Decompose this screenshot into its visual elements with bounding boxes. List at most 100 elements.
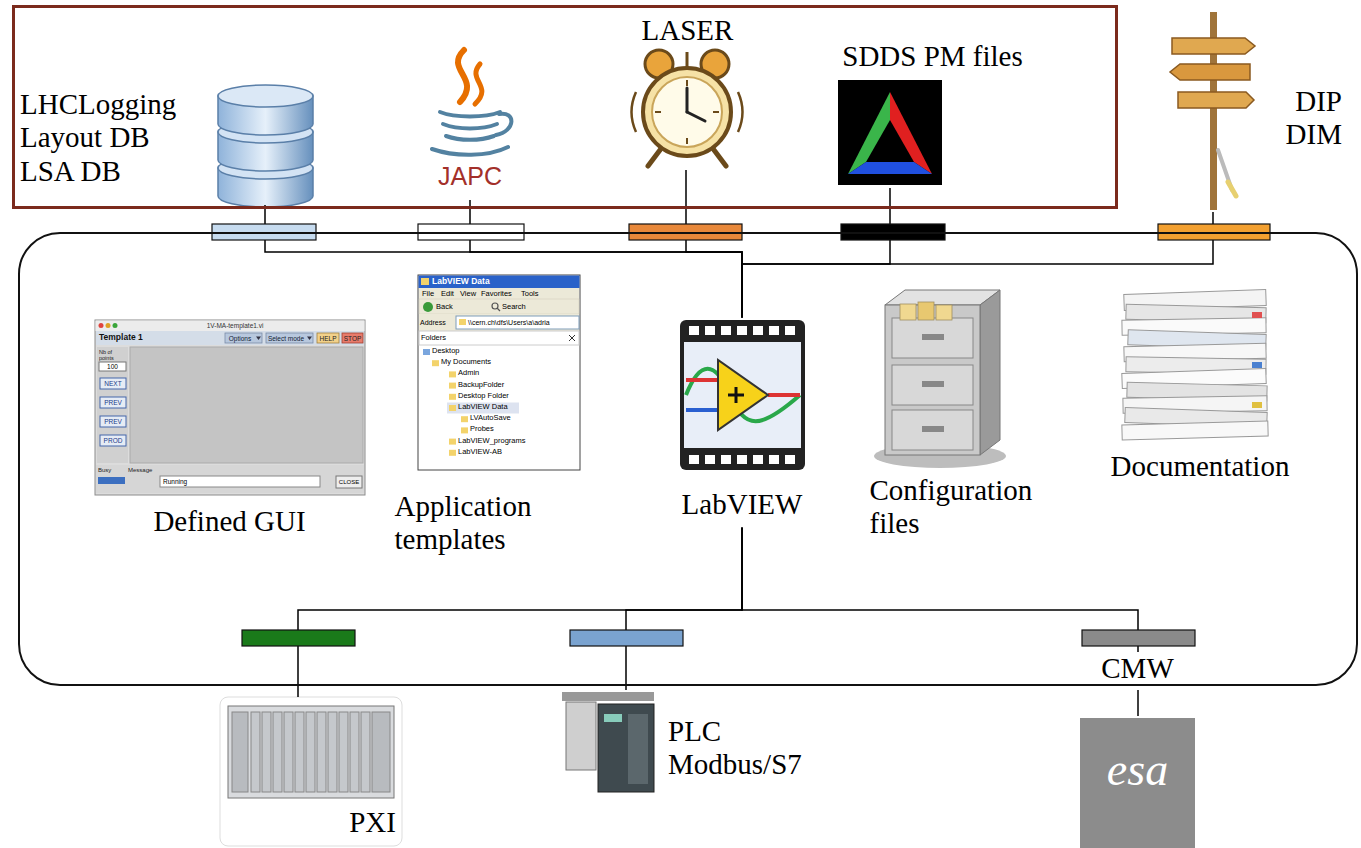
sdds-logo (838, 80, 942, 185)
esa-logo (1080, 718, 1195, 848)
explorer-screen-text: LabVIEW Data (458, 403, 568, 411)
gui-screenshot (95, 320, 365, 495)
java-logo (440, 112, 500, 117)
labview-icon (718, 360, 768, 430)
plc-picture (604, 714, 622, 722)
explorer-screenshot (449, 371, 456, 377)
pxi-chassis-picture (262, 712, 271, 792)
java-logo (432, 147, 508, 155)
node-label: PXI (345, 806, 400, 839)
pxi-chassis-picture (251, 712, 260, 792)
gui-screenshot (100, 397, 126, 408)
labview-icon (686, 408, 718, 412)
labview-icon (680, 320, 805, 470)
alarm-clock-icon (648, 150, 660, 166)
java-logo (432, 50, 511, 155)
explorer-screen-text: Search (502, 303, 532, 311)
pxi-chassis-picture (295, 712, 304, 792)
filing-cabinet-icon (892, 318, 973, 358)
document-stack-icon (1252, 312, 1262, 318)
labview-icon (768, 393, 800, 397)
explorer-screenshot (432, 360, 439, 366)
alarm-clock-icon (687, 112, 705, 121)
alarm-clock-icon (686, 80, 688, 86)
alarm-clock-icon (686, 52, 689, 68)
filing-cabinet-icon (936, 305, 952, 320)
bus-connector (470, 200, 742, 318)
pxi-chassis-picture (372, 712, 390, 792)
gui-screen-text: HELP (317, 335, 339, 342)
explorer-screenshot (419, 331, 579, 345)
explorer-screen-text: LabVIEW-AB (458, 448, 568, 456)
pxi-chassis-picture (228, 706, 394, 798)
labview-icon (737, 455, 747, 464)
interface-tab (1082, 630, 1195, 646)
plc-picture (566, 702, 596, 770)
node-label: PLC Modbus/S7 (668, 715, 828, 782)
signpost-icon (1228, 182, 1236, 196)
gui-screen-text: Template 1 (99, 333, 179, 342)
explorer-screen-text: Favorites (481, 290, 518, 298)
pxi-chassis-picture (339, 712, 348, 792)
signpost-icon (1170, 64, 1250, 80)
framework-frame: Defined GUIApplication templatesLabVIEWC… (18, 232, 1358, 686)
explorer-screen-text: View (460, 290, 479, 298)
node-label: LHCLogging Layout DB LSA DB (20, 88, 190, 188)
filing-cabinet-icon (918, 302, 934, 320)
alarm-clock-icon (713, 111, 719, 113)
plc-picture (562, 692, 654, 792)
explorer-screenshot (418, 275, 580, 470)
framework-part: Configuration files (866, 298, 1044, 548)
gui-screenshot (96, 331, 364, 345)
explorer-screenshot (423, 302, 433, 312)
pxi-chassis-picture (350, 712, 359, 792)
gui-screenshot (266, 333, 313, 343)
gui-screen-text: Select mode (266, 335, 306, 342)
bus-connector (265, 205, 742, 318)
gui-screenshot (307, 337, 312, 341)
filing-cabinet-icon (922, 426, 944, 432)
document-stack-icon (1122, 290, 1268, 440)
labview-icon (735, 387, 738, 403)
explorer-screen-text: LabVIEW Data (432, 277, 532, 286)
labview-icon (686, 378, 718, 382)
java-logo (458, 50, 467, 102)
alarm-clock-icon (738, 92, 743, 132)
gui-screenshot (96, 465, 364, 493)
explorer-screenshot (449, 394, 456, 400)
explorer-screen-text: Desktop (432, 347, 542, 355)
signpost-icon (1172, 38, 1255, 54)
java-logo (496, 114, 511, 135)
explorer-screen-text: Address (420, 319, 456, 327)
source-group-frame: LHCLogging Layout DB LSA DBJAPCLASERSDDS… (12, 5, 1118, 209)
alarm-clock-icon (643, 68, 731, 156)
interface-tab (570, 630, 683, 646)
filing-cabinet-icon (922, 381, 944, 387)
labview-icon (737, 326, 747, 335)
labview-icon (785, 326, 795, 335)
java-logo (446, 136, 494, 140)
alarm-clock-icon (632, 50, 743, 166)
document-stack-icon (1252, 402, 1262, 408)
gui-screen-text: NEXT (100, 380, 126, 387)
logo-text: esa (1085, 745, 1190, 796)
filing-cabinet-icon (980, 290, 1000, 455)
pxi-chassis-picture (220, 697, 402, 846)
explorer-screenshot (419, 276, 580, 289)
signpost-icon (1178, 92, 1254, 108)
hardware-node: PLC Modbus/S7 (555, 690, 825, 800)
labview-icon (684, 342, 801, 448)
explorer-screen-text: Desktop Folder (458, 392, 568, 400)
explorer-screenshot (459, 319, 466, 325)
explorer-screen-text: Probes (470, 425, 580, 433)
pxi-chassis-picture (361, 712, 370, 792)
gui-screenshot (100, 435, 126, 446)
alarm-clock-icon (686, 138, 688, 144)
labview-icon (753, 455, 763, 464)
gui-screenshot (106, 323, 111, 328)
alarm-clock-icon (655, 111, 661, 113)
gui-screen-text: STOP (342, 335, 363, 342)
framework-part: Defined GUI (90, 318, 370, 545)
explorer-screenshot (419, 314, 579, 331)
